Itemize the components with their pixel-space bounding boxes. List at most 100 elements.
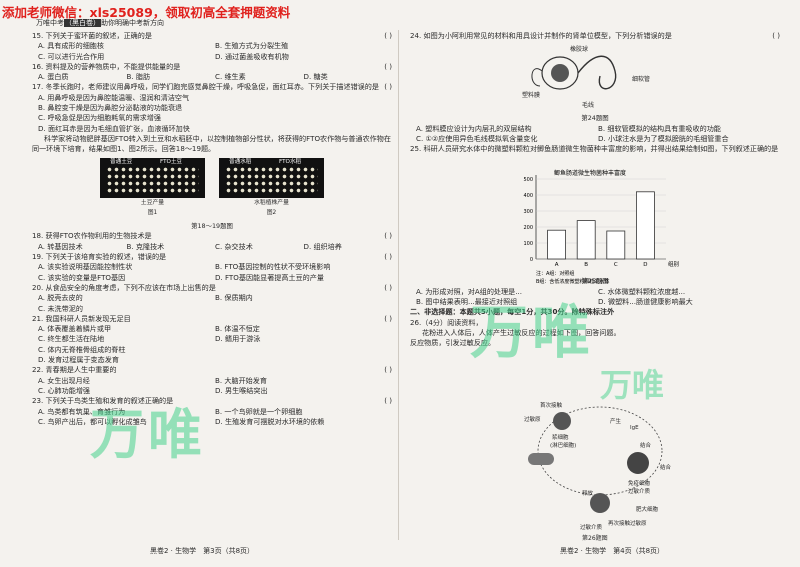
figure-caption: 土豆产量 — [140, 199, 165, 206]
question-text: 19. 下列关于该培育实验的叙述，错误的是 — [32, 252, 167, 262]
watermark: 万唯 — [90, 403, 206, 466]
answer-paren: ( ) — [772, 31, 780, 40]
option: A. 脱壳去皮的 — [38, 293, 83, 303]
x-axis-label: 组别 — [668, 260, 679, 268]
question-stem: 21. 我国科研人员新发现无足目 ( ) — [32, 314, 392, 324]
question-stem: 17. 冬季长跑时，老师建议用鼻呼吸，同学们跑完感觉鼻腔干燥，呼吸急促，面红耳赤… — [32, 82, 392, 92]
question-text: 15. 下列关于蜜环菌的叙述，正确的是 — [32, 31, 152, 40]
diagram-label: 释放 — [582, 491, 594, 497]
option: D. 男生喉结突出 — [215, 385, 268, 395]
reading-material: 科学家将动物肥胖基因FTO转入到土豆和水稻胚中，以控制植物部分性状，将获得的FT… — [32, 133, 391, 154]
option: B. 保质期内 — [215, 293, 253, 303]
crop-dots — [225, 165, 318, 194]
figure-title: 第25题图 — [581, 277, 609, 286]
option: A. 鸟类都有筑巢、育雏行为 — [38, 406, 126, 416]
promo-banner: 添加老师微信：xls25089，领取初高全套押题资料 — [2, 5, 291, 20]
model-label: 毛线 — [582, 102, 595, 110]
question-stem: 16. 资料提及的营养物质中，不能提供能量的是( ) — [32, 62, 392, 72]
x-tick-label: A — [555, 262, 559, 268]
question-text: 25. 科研人员研究水体中的微塑料颗粒对鲫鱼肠道微生物菌种丰富度的影响，并得出结… — [410, 144, 779, 154]
option: B. 细软管模拟的结构具有重吸收的功能 — [598, 123, 721, 133]
option: A. 体表覆盖着鳞片或甲 — [38, 324, 112, 334]
option: C. 终生都生活在陆地 — [38, 334, 105, 344]
question-text: 22. 青春期是人生中重要的 — [32, 365, 117, 375]
option: C. 该实验的变量是FTO基因 — [38, 272, 126, 282]
figure-caption: 水稻植株产量 — [254, 199, 289, 206]
option: D. 糖类 — [303, 72, 328, 82]
option: B. 生殖方式为分裂生殖 — [215, 41, 289, 51]
option: A. 具有成形的细胞核 — [38, 41, 104, 51]
column-divider — [398, 30, 399, 540]
answer-paren: ( ) — [384, 365, 392, 375]
figure-label: FTO土豆 — [160, 158, 183, 165]
option: B. 大脑开始发育 — [215, 375, 267, 385]
option: B. 脂肪 — [126, 72, 151, 82]
option: D. 微塑料...肠道健康影响最大 — [598, 297, 693, 307]
answer-paren: ( ) — [384, 231, 392, 241]
reading-material: 反应物质，引发过敏反应。 — [410, 338, 496, 348]
option: D. 鳍用于游泳 — [215, 334, 261, 344]
option: C. 鸟卵产出后，都可以孵化成雏鸟 — [38, 416, 147, 426]
y-tick-label: 200 — [523, 225, 533, 231]
answer-paren: ( ) — [384, 252, 392, 262]
option-list: A. 脱壳去皮的 B. 保质期内 C. 未洗带泥的 — [32, 293, 392, 314]
question-stem: 15. 下列关于蜜环菌的叙述，正确的是( ) — [32, 31, 392, 41]
option — [215, 304, 392, 314]
option-list: A. 为形成对照，对A组的处理是...C. 水体微塑料颗粒浓度越...B. 图中… — [410, 287, 780, 308]
option: C. 水体微塑料颗粒浓度越... — [598, 286, 686, 296]
question-stem: 25. 科研人员研究水体中的微塑料颗粒对鲫鱼肠道微生物菌种丰富度的影响，并得出结… — [410, 144, 780, 154]
watermark: 万唯 — [470, 298, 595, 366]
option: C. 心肺功能增强 — [38, 385, 91, 395]
y-tick-label: 300 — [523, 209, 533, 215]
option: C. 呼吸急促是因为细胞耗氧的需求增强 — [38, 113, 161, 123]
answer-paren: ( ) — [384, 282, 392, 292]
figure-title: 第26题图 — [582, 535, 608, 542]
question-stem: 19. 下列关于该培育实验的叙述，错误的是 ( ) — [32, 252, 392, 262]
figure-id: 图1 — [147, 209, 158, 216]
option: A. 塑料膜应设计为内层孔的双层结构 — [416, 123, 532, 133]
page-header: 万唯中考（黑白卷）助你明确中考新方向 — [36, 19, 164, 27]
crop-dots — [106, 165, 199, 194]
option: C. 未洗带泥的 — [38, 303, 83, 313]
bar — [547, 229, 566, 260]
diagram-label: 再次接触过敏原 — [608, 521, 647, 527]
question-text: 21. 我国科研人员新发现无足目 — [32, 313, 131, 323]
option: A. 女生出现月经 — [38, 375, 90, 385]
option-list: A. 女生出现月经 B. 大脑开始发育 C. 心肺功能增强 D. 男生喉结突出 — [32, 376, 392, 397]
y-tick-label: 500 — [523, 177, 533, 183]
y-tick-label: 400 — [523, 193, 533, 199]
diagram-label: 首次接触 — [540, 403, 563, 409]
nephron-model-figure: 橡胶球塑料膜毛线细软管 — [410, 41, 780, 113]
bar — [606, 230, 626, 260]
answer-paren: ( ) — [384, 313, 392, 323]
option: B. FTO基因控制的性状不受环境影响 — [215, 262, 331, 272]
figure-title: 第24题图 — [581, 114, 609, 123]
right-column: 24. 如图为小阿利用常见的材料和用具设计并制作的肾单位模型，下列分析错误的是(… — [410, 31, 780, 349]
option — [215, 355, 392, 365]
option: D. 面红耳赤是因为毛细血管扩张，血液循环加快 — [38, 123, 190, 133]
watermark: 万唯 — [600, 366, 665, 404]
question-stem: 22. 青春期是人生中重要的 ( ) — [32, 365, 392, 375]
diagram-label: 结合 — [640, 443, 652, 449]
question-text: 16. 资料提及的营养物质中，不能提供能量的是 — [32, 61, 181, 71]
question-text: 20. 从食品安全的角度考虑，下列不应该在市场上出售的是 — [32, 282, 216, 292]
option — [215, 345, 392, 355]
question-text: 18. 获得FTO农作物利用的生物技术是 — [32, 231, 152, 241]
bar — [576, 220, 596, 260]
option: D. 发育过程属于变态发育 — [38, 355, 119, 365]
diagram-label: 过敏介质 — [628, 489, 651, 495]
chart-title: 鲫鱼肠道微生物菌种丰富度 — [554, 169, 626, 177]
